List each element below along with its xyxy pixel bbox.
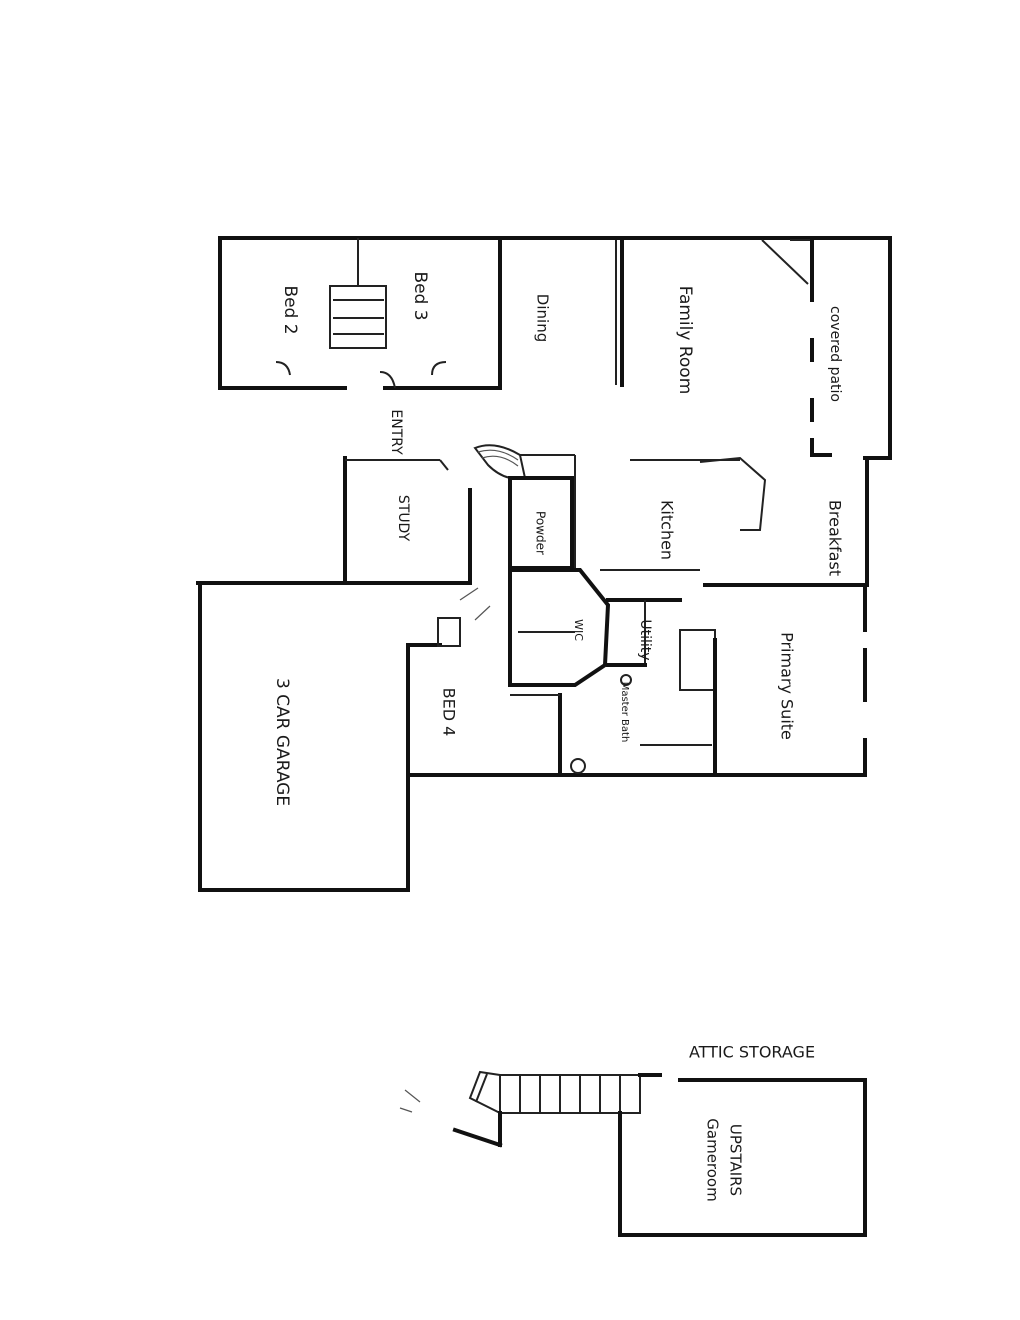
room-label-master-bath: Master Bath xyxy=(619,682,630,743)
attic-storage-label: ATTIC STORAGE xyxy=(689,1043,815,1062)
room-label-study: STUDY xyxy=(395,495,411,542)
main-floor-walls xyxy=(196,236,892,892)
room-label-wic: WIC xyxy=(572,619,585,641)
gameroom-label-line1: UPSTAIRS xyxy=(727,1124,745,1196)
room-labels: Bed 2 Bed 3 Dining Family Room covered p… xyxy=(272,271,845,1201)
room-label-family-room: Family Room xyxy=(675,286,695,395)
room-label-bed3: Bed 3 xyxy=(410,271,430,320)
room-label-kitchen: Kitchen xyxy=(658,500,677,560)
room-label-primary-suite: Primary Suite xyxy=(778,632,797,740)
room-label-entry: ENTRY xyxy=(388,409,404,455)
room-label-bed2: Bed 2 xyxy=(280,285,300,334)
room-label-bed4: BED 4 xyxy=(440,688,459,737)
room-label-breakfast: Breakfast xyxy=(826,500,845,576)
room-label-covered-patio: covered patio xyxy=(827,306,843,402)
room-label-powder: Powder xyxy=(534,511,548,555)
gameroom-label-line2: Gameroom xyxy=(704,1118,722,1201)
upper-floor-walls xyxy=(399,1070,867,1237)
room-label-garage: 3 CAR GARAGE xyxy=(272,678,292,806)
room-label-dining: Dining xyxy=(534,294,552,342)
room-label-utility: Utility xyxy=(637,619,653,660)
